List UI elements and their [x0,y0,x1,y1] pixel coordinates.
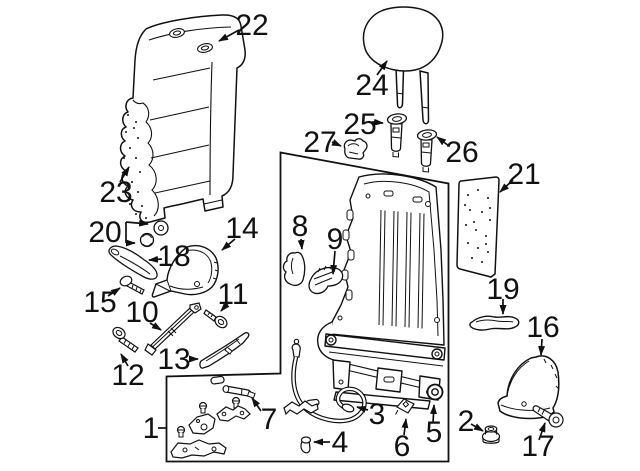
seat-frame-part [318,174,445,409]
callout-20: 20 [88,216,121,249]
clip-part-4 [301,437,311,453]
clip-part-27 [344,139,367,159]
headrest-guide-part-25 [387,113,407,157]
callout-12: 12 [111,359,144,392]
hinge-cover-part-14 [152,246,218,297]
callout-9: 9 [327,223,344,256]
headrest-part-24 [363,7,442,124]
callout-arrows [108,30,545,446]
strap-part-18 [109,246,157,279]
screw-part-15 [119,274,144,294]
callout-23: 23 [99,176,132,209]
nut-part-2 [483,426,500,443]
callout-6: 6 [394,430,411,463]
foam-pad-part-21 [457,177,499,277]
side-cover-part-16 [498,356,559,419]
cable-bracket-part [284,399,319,414]
bracket-part-13 [200,333,249,368]
callout-21: 21 [507,158,540,191]
bracket-part-6 [396,399,415,415]
callout-16: 16 [526,311,559,344]
callout-5: 5 [426,416,443,449]
callout-7: 7 [261,403,278,436]
callout-19: 19 [486,273,519,306]
handle-part-9 [309,266,343,294]
callout-24: 24 [355,69,388,102]
callout-13: 13 [157,343,190,376]
callout-10: 10 [125,296,158,329]
callout-8: 8 [292,210,309,243]
latch-parts-group-1 [171,376,255,458]
bolt-part-11 [204,310,229,330]
headrest-guide-part-26 [417,129,437,172]
washer-parts-20 [141,221,169,247]
rod-part-10 [145,303,201,355]
callout-26: 26 [445,136,478,169]
callout-14: 14 [225,212,258,245]
bolt-part-17 [533,406,563,427]
trim-strip-part-19 [470,316,519,330]
callout-2: 2 [458,405,475,438]
frame-group-box [167,153,449,462]
callout-25: 25 [343,108,376,141]
callout-3: 3 [369,398,386,431]
callout-22: 22 [235,9,268,42]
callout-11: 11 [217,278,248,311]
seat-back-cover-part-22 [121,15,246,222]
callout-1: 1 [143,412,160,445]
seat-back-foam-part-23 [121,100,158,219]
callout-18: 18 [157,240,190,273]
grommet-part-5 [428,385,443,400]
bushing-part-8 [283,252,304,285]
callout-15: 15 [83,286,116,319]
callout-labels: 1 2 3 4 5 6 7 8 9 10 11 12 13 14 15 16 1… [83,9,559,463]
callout-17: 17 [521,430,554,463]
bolt-part-12 [111,325,138,352]
callout-4: 4 [332,426,349,459]
callout-27: 27 [303,126,336,159]
